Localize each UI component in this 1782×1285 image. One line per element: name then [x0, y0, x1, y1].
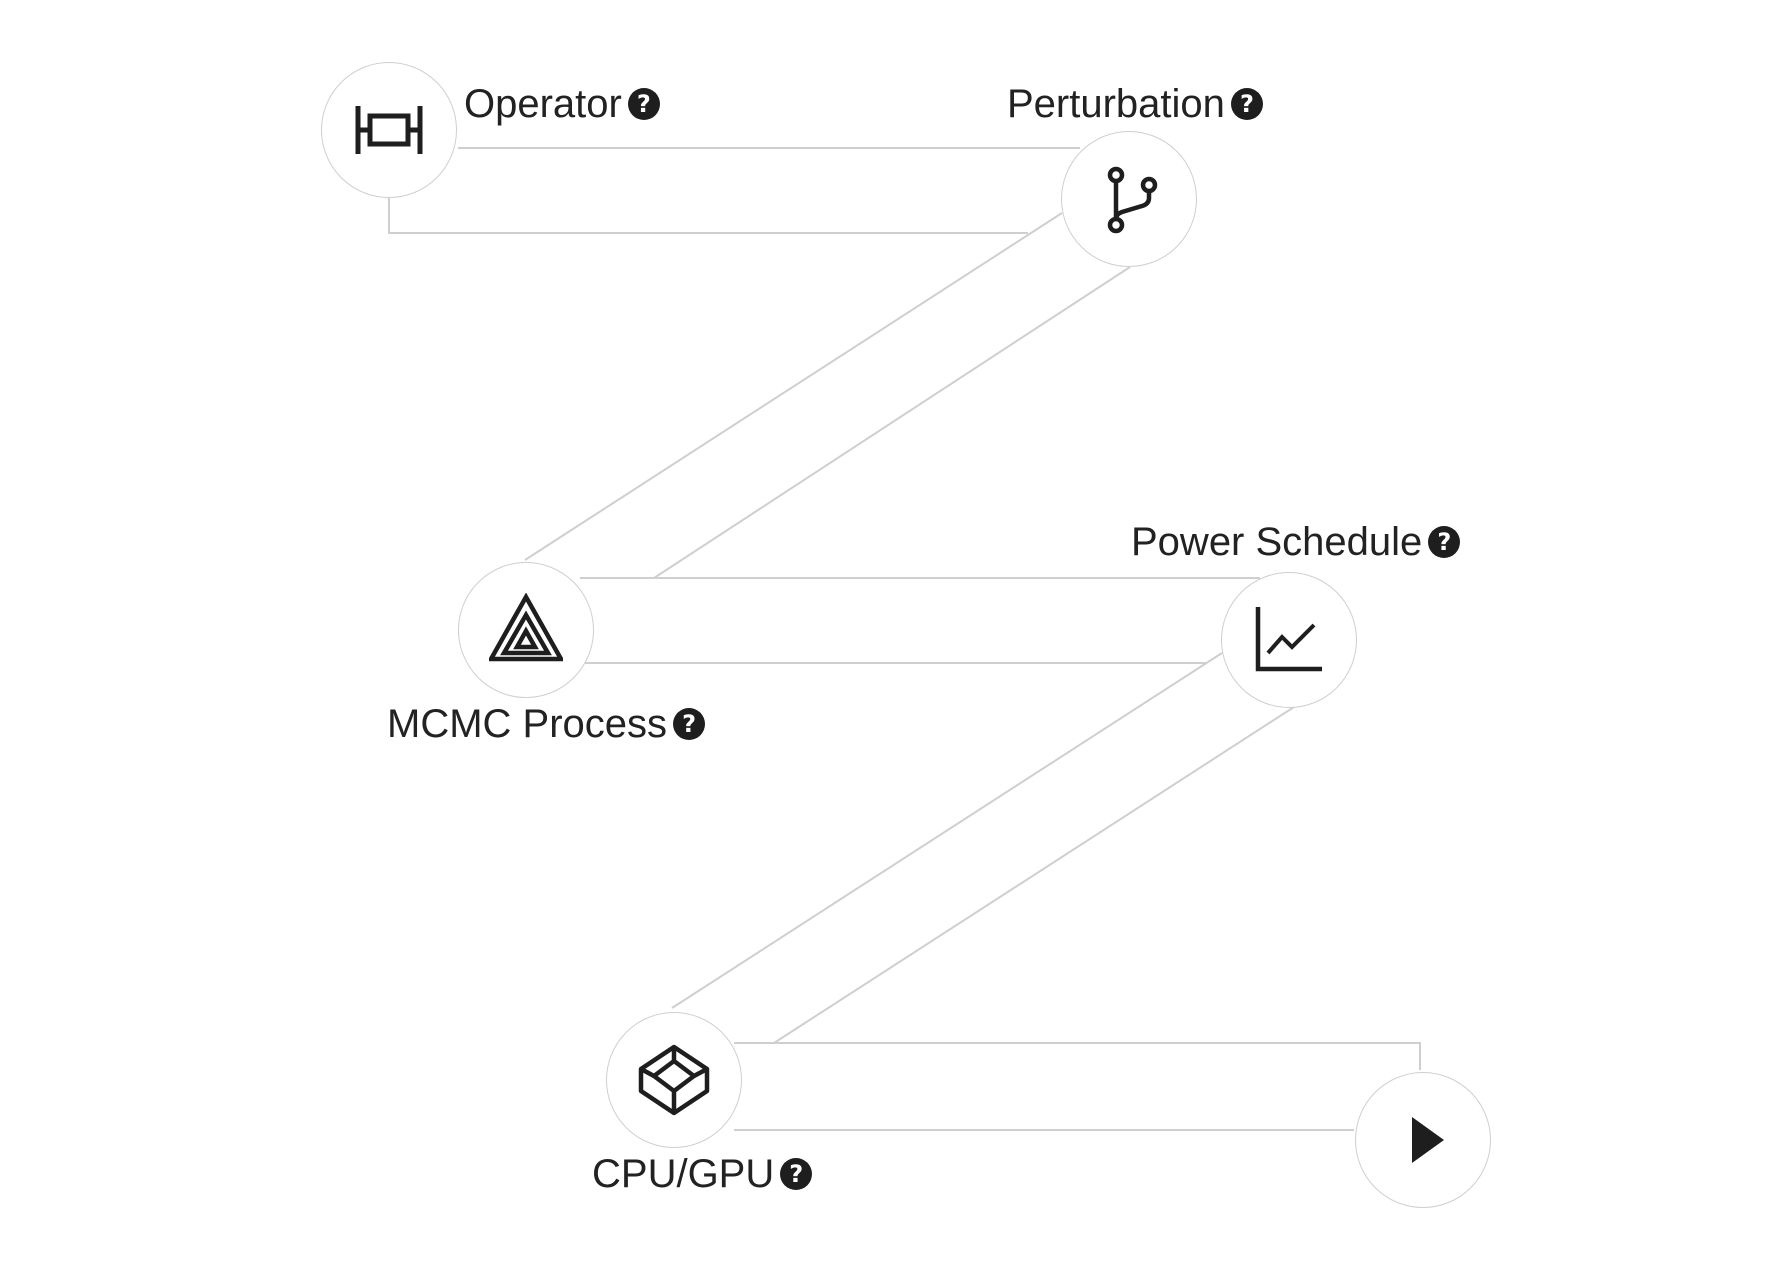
run-button[interactable]	[1355, 1072, 1491, 1208]
connector-perturbation-mcmc-right	[653, 266, 1131, 579]
power-schedule-label: Power Schedule ?	[1131, 520, 1461, 564]
connector-power-device-right	[773, 706, 1295, 1044]
operator-help-icon[interactable]: ?	[627, 88, 660, 120]
connector-perturbation-mcmc-left	[524, 212, 1063, 561]
power-schedule-node[interactable]	[1221, 572, 1357, 708]
cpu-gpu-node[interactable]	[606, 1012, 742, 1148]
perturbation-node[interactable]	[1061, 131, 1197, 267]
operator-node[interactable]	[321, 62, 457, 198]
power-schedule-label-text: Power Schedule	[1131, 520, 1423, 564]
codepen-cube-icon	[638, 1044, 710, 1116]
line-chart-icon	[1255, 607, 1322, 672]
mcmc-process-label: MCMC Process ?	[387, 702, 706, 746]
mcmc-process-label-text: MCMC Process	[387, 702, 668, 746]
nested-triangles-icon	[489, 593, 563, 662]
code-branch-icon	[1107, 166, 1158, 234]
cpu-gpu-help-icon[interactable]: ?	[780, 1158, 813, 1190]
mcmc-process-node[interactable]	[458, 562, 594, 698]
cpu-gpu-label-text: CPU/GPU	[592, 1152, 775, 1196]
perturbation-help-icon[interactable]: ?	[1230, 88, 1263, 120]
timeline-icon	[355, 106, 423, 154]
perturbation-label-text: Perturbation	[1007, 82, 1225, 126]
connector-operator-perturbation-bottom	[388, 198, 1028, 234]
connector-device-run-top	[734, 1042, 1421, 1070]
power-schedule-help-icon[interactable]: ?	[1428, 526, 1461, 558]
operator-label: Operator ?	[464, 82, 660, 126]
connector-power-device-left	[671, 652, 1223, 1009]
operator-label-text: Operator	[464, 82, 622, 126]
perturbation-label: Perturbation ?	[1007, 82, 1263, 126]
play-icon	[1412, 1117, 1444, 1163]
cpu-gpu-label: CPU/GPU ?	[592, 1152, 813, 1196]
mcmc-process-help-icon[interactable]: ?	[673, 708, 706, 740]
